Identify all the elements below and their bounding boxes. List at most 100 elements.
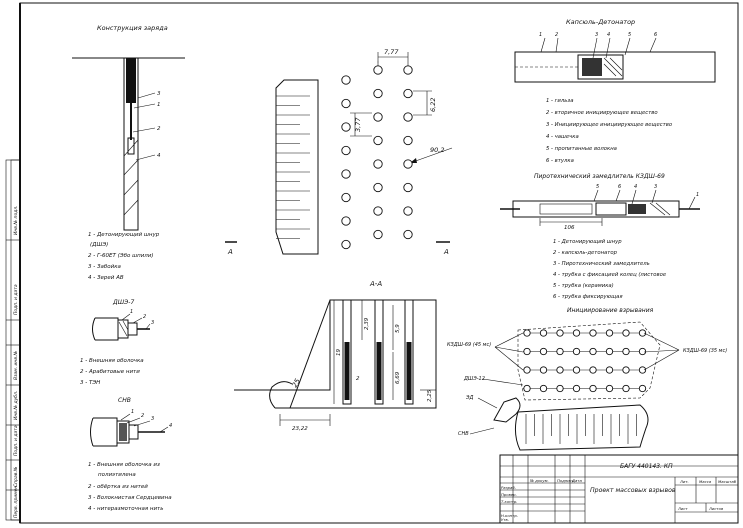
initiation-hole: [523, 329, 531, 337]
capsule-detonator: Капсюль-Детонатор 1 2 3 4 5 6 1 - гильза…: [514, 18, 716, 164]
initiation-hole: [556, 384, 564, 393]
initiation-hole: [589, 329, 597, 337]
connector-callout-5: 5: [596, 184, 599, 190]
capsule-callout-1: 1: [539, 32, 542, 38]
hole-pattern: 7,77 3,77 6,22 90,2 A A: [225, 48, 453, 256]
initiation-hole: [572, 347, 581, 356]
side-stamp-label-6: Справ.№: [13, 466, 19, 487]
section-dim-charge: 5,9: [395, 324, 401, 333]
connector-legend-1: 1 - Детонирующий шнур: [553, 239, 622, 245]
blast-hole: [403, 88, 413, 99]
initiation-label-dshe: ДШЭ-12: [463, 376, 485, 382]
title-label-check: Провер.: [501, 492, 517, 497]
initiation-label-snv: СНВ: [458, 431, 469, 437]
blast-hole: [373, 135, 383, 146]
connector-legend-3: 3 - Пиротехнический замедлитель: [553, 261, 650, 267]
section-mark-left: A: [227, 248, 233, 256]
section-dim-stem: 2,39: [364, 317, 370, 330]
title-doc-name: Проект массовых взрывов: [590, 487, 676, 494]
initiation-hole: [556, 366, 564, 374]
connector-callout-4: 4: [634, 184, 637, 190]
initiation-title: Инициирование взрывания: [567, 307, 654, 314]
snv-callout-2: 2: [141, 413, 144, 419]
capsule-legend-3: 3 - Инициирующее инициирующее вещество: [546, 122, 672, 128]
blast-hole: [403, 112, 413, 122]
initiation-hole: [523, 366, 531, 374]
hole-dim-diameter: 90,2: [430, 146, 444, 154]
section-hole-label: 2: [356, 376, 360, 382]
charge-design: Конструкция заряда 3 1 2 4 1 - Детонирую…: [72, 24, 185, 281]
dshe-detail: ДШЭ-7 1 2 3 1 - Внешняя оболочка 2 - Ара…: [80, 299, 154, 386]
blast-hole: [403, 229, 413, 240]
blast-hole: [403, 135, 413, 146]
blast-hole: [403, 65, 413, 75]
initiation-hole: [622, 347, 630, 356]
blast-hole: [373, 229, 383, 240]
charge-callout-4: 4: [157, 153, 161, 159]
snv-legend-5: 4 - нитеразмоточная нить: [88, 506, 164, 512]
side-stamp-label-3: Взам. инв.№: [13, 351, 19, 380]
blast-hole: [373, 88, 383, 99]
title-right-scale: Масштаб: [718, 479, 737, 484]
hole-dim-row: 3,77: [354, 117, 362, 132]
initiation-hole: [622, 384, 630, 393]
capsule-title: Капсюль-Детонатор: [566, 18, 635, 26]
side-stamp-label-7: Перв. примен.: [13, 484, 19, 518]
snv-legend-3: 2 - обёртка из нитей: [88, 484, 148, 490]
title-sheet: Лист: [677, 506, 688, 511]
title-right-mass: Масса: [699, 479, 712, 484]
dshe-legend-1: 1 - Внешняя оболочка: [80, 358, 144, 364]
hole-dim-burden: 6,22: [429, 98, 437, 112]
dshe-callout-2: 2: [143, 314, 146, 320]
title-header-date: Дата: [571, 478, 583, 483]
initiation-label-ed: ЭД: [465, 395, 473, 401]
initiation-label-right: КЗДШ-69 (35 мс): [683, 348, 727, 354]
capsule-legend-2: 2 - вторичное инициирующее вещество: [546, 110, 658, 116]
charge-callout-1: 1: [157, 102, 161, 108]
snv-callout-3: 3: [151, 416, 154, 422]
blast-hole: [341, 75, 351, 85]
initiation-hole: [638, 384, 647, 393]
initiation-hole: [539, 366, 548, 374]
initiation-hole: [572, 329, 581, 337]
bench-plan-ticks: [276, 95, 310, 239]
connector-legend-2: 2 - капсюль-детонатор: [553, 250, 618, 256]
capsule-legend-4: 4 - чашечка: [546, 134, 579, 140]
connector-legend-4: 4 - трубка с фиксацией колец (листовое: [553, 272, 667, 278]
section-dim-height: 19: [336, 349, 342, 356]
charge-legend-5: 4 - Зерей АВ: [88, 275, 124, 281]
charge-callout-2: 2: [157, 126, 161, 132]
side-stamp-label-1: Инв.№ подл.: [13, 205, 19, 235]
dshe-legend-2: 2 - Арабитовые нити: [80, 369, 140, 375]
hole-grid: [341, 61, 413, 250]
blast-hole: [373, 112, 383, 122]
connector-dimension: 106: [564, 225, 575, 231]
blast-hole: [373, 182, 383, 193]
capsule-callout-5: 5: [628, 32, 631, 38]
initiation-hole: [589, 347, 597, 356]
title-right-lit: Лит.: [679, 479, 689, 484]
snv-legend-2: полиэтилена: [98, 472, 136, 478]
initiation-hole: [638, 329, 647, 337]
blast-hole: [403, 182, 413, 193]
title-label-dev: Разраб.: [501, 485, 516, 490]
initiation-hole: [556, 347, 564, 356]
initiation-hole: [622, 366, 630, 374]
hole-dim-spacing: 7,77: [384, 48, 399, 56]
dshe-legend-3: 3 - ТЭН: [80, 380, 100, 386]
blast-hole: [341, 239, 351, 250]
initiation-hole: [556, 329, 564, 337]
section-aa: А-А 19 2,39 5,9 6,69 2,25 2 23,22 25: [234, 280, 437, 432]
connector-callout-3: 3: [654, 184, 657, 190]
lower-bench-ticks: [525, 414, 637, 444]
initiation-hole: [605, 366, 614, 374]
capsule-callout-2: 2: [555, 32, 558, 38]
initiation-label-left: КЗДШ-69 (45 мс): [447, 342, 491, 348]
charge-legend-4: 3 - Забойка: [88, 264, 122, 270]
section-dim-angle: 25: [291, 377, 303, 389]
initiation-scheme: Инициирование взрывания КЗДШ-69 (45 мс) …: [447, 307, 727, 451]
capsule-callout-6: 6: [654, 32, 657, 38]
section-dim-width: 23,22: [292, 426, 308, 432]
snv-callout-4: 4: [169, 423, 172, 429]
dshe-callout-3: 3: [151, 320, 154, 326]
